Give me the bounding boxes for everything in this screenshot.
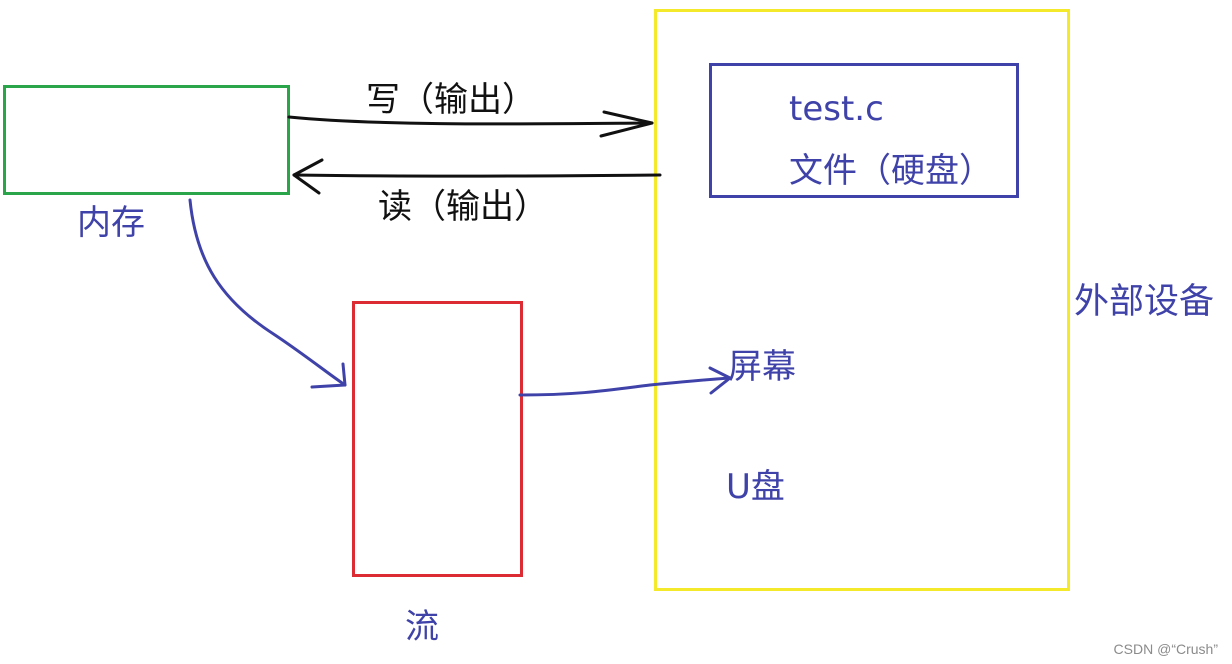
read-label: 读（输出） <box>378 187 548 227</box>
screen-label: 屏幕 <box>728 347 796 387</box>
memory-to-stream-arrow <box>188 198 347 389</box>
file-description-label: 文件（硬盘） <box>789 151 993 191</box>
write-arrow <box>287 110 654 138</box>
file-name-label: test.c <box>789 89 884 129</box>
watermark: CSDN @“Crush” <box>1113 641 1218 657</box>
stream-to-screen-arrow <box>518 366 732 397</box>
memory-box <box>3 85 290 195</box>
read-arrow <box>292 158 662 195</box>
external-devices-label: 外部设备 <box>1074 282 1215 322</box>
write-label: 写（输出） <box>366 80 536 120</box>
memory-label: 内存 <box>77 203 145 243</box>
external-devices-box <box>654 9 1070 591</box>
stream-label: 流 <box>405 607 439 647</box>
file-box <box>709 63 1019 198</box>
usb-disk-label: U盘 <box>726 467 785 507</box>
stream-box <box>352 301 523 577</box>
